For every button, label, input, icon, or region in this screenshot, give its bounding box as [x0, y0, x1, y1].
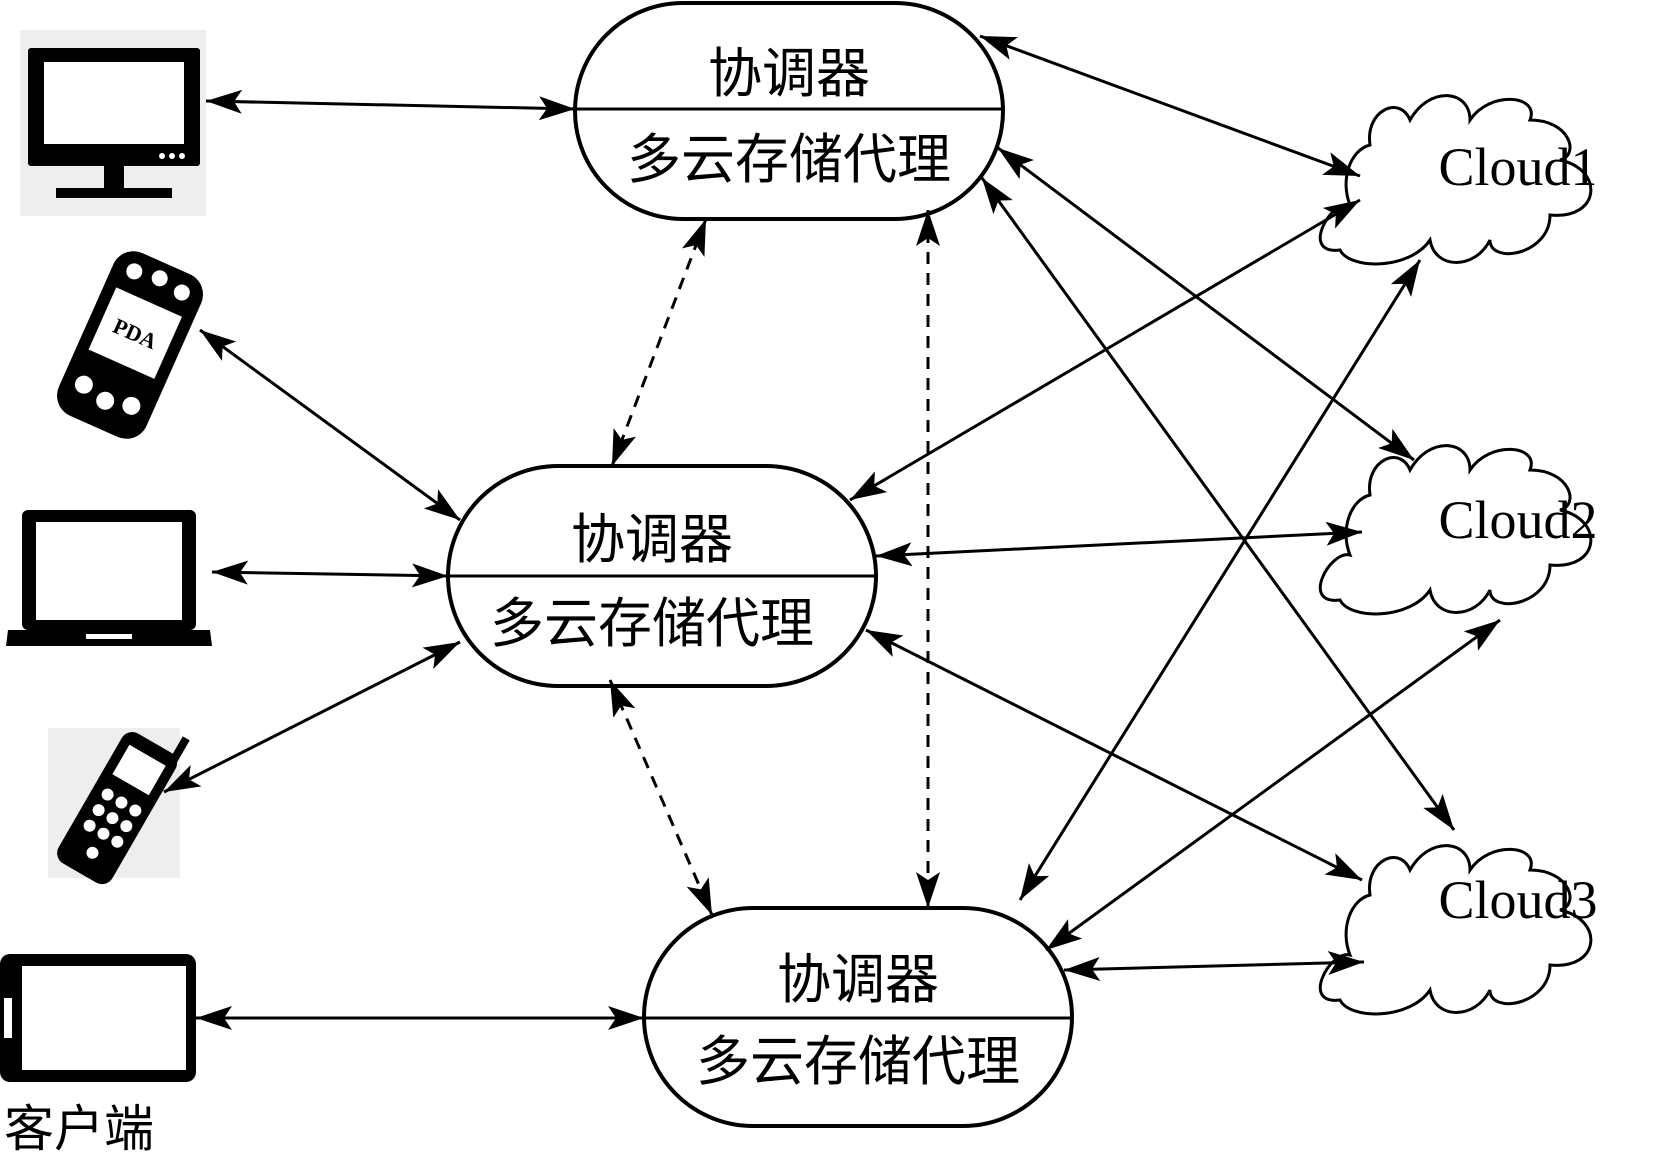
cellphone-icon	[48, 728, 190, 885]
link-top-middle	[610, 218, 708, 467]
link-cellphone-middle	[163, 640, 461, 794]
cloud-2-label: Cloud2	[1438, 490, 1597, 550]
link-bottom-cloud2	[1045, 618, 1501, 952]
coordinator-title-bottom: 协调器	[777, 948, 939, 1011]
coordinator-subtitle-top: 多云存储代理	[627, 128, 951, 191]
tablet-icon	[0, 954, 196, 1082]
pda-icon: PDA	[56, 251, 204, 439]
coordinator-subtitle-middle: 多云存储代理	[490, 592, 814, 655]
coordinator-title-top: 协调器	[708, 42, 870, 105]
link-middle-bottom	[608, 679, 714, 916]
link-pda-middle	[199, 328, 461, 522]
coordinator-node-bottom: 协调器 多云存储代理	[642, 906, 1074, 1128]
link-middle-cloud3	[865, 628, 1363, 882]
link-middle-cloud1	[849, 198, 1361, 502]
coordinator-node-top: 协调器 多云存储代理	[573, 1, 1005, 221]
coordinator-subtitle-bottom: 多云存储代理	[696, 1030, 1020, 1093]
link-desktop-top	[205, 89, 576, 121]
link-laptop-middle	[211, 560, 449, 588]
desktop-monitor-icon	[20, 30, 206, 216]
laptop-icon	[6, 510, 212, 646]
coordinator-title-middle: 协调器	[571, 508, 733, 571]
coordinator-node-middle: 协调器 多云存储代理	[446, 464, 878, 688]
client-links	[163, 89, 644, 1030]
cloud-3-label: Cloud3	[1438, 870, 1597, 930]
link-middle-cloud2	[875, 521, 1363, 567]
cloud-3: Cloud3	[1318, 844, 1598, 1016]
cloud-1-label: Cloud1	[1438, 137, 1597, 197]
cloud-links	[849, 34, 1501, 982]
link-top-cloud1	[979, 34, 1361, 178]
client-label: 客户端	[4, 1100, 154, 1158]
cloud-1: Cloud1	[1318, 94, 1598, 266]
cloud-2: Cloud2	[1318, 444, 1598, 616]
link-bottom-cloud3	[1063, 950, 1365, 982]
